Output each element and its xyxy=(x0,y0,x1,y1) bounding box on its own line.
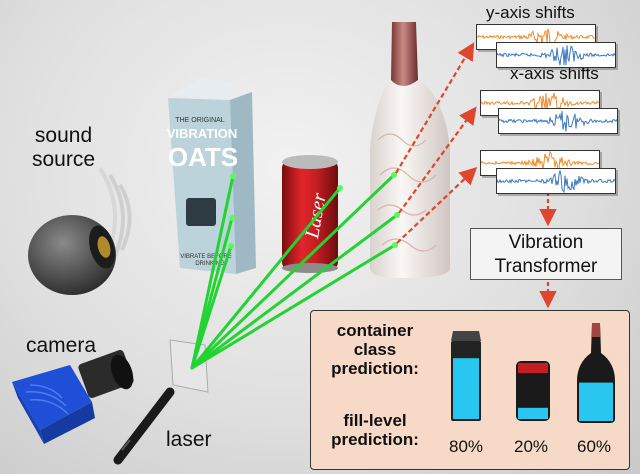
carton-bottom1: VIBRATE BEFORE xyxy=(180,254,232,260)
carton-bottom2: DRINKING xyxy=(195,261,225,267)
transformer-line2: Transformer xyxy=(494,256,598,277)
bottle-icon xyxy=(577,323,615,423)
signal-box-2-x xyxy=(498,108,618,134)
fill-level-can: 20% xyxy=(514,437,549,456)
fill-prediction-label: fill-level prediction: xyxy=(331,411,419,449)
class-prediction-label: container class prediction: xyxy=(331,321,419,378)
fill-level-bottle: 60% xyxy=(577,437,612,456)
signal-box-1-x xyxy=(496,42,616,68)
signal-waveform xyxy=(480,150,600,173)
vibration-transformer-box: Vibration Transformer xyxy=(470,228,622,280)
signal-arrows xyxy=(395,42,478,244)
y-axis-shifts-label: y-axis shifts xyxy=(486,3,575,22)
laser-spots xyxy=(228,172,400,249)
signal-waveform xyxy=(496,169,616,194)
mirror-plate xyxy=(169,339,209,393)
signal-waveform xyxy=(496,45,616,66)
speaker-icon xyxy=(28,215,116,295)
carton-line1: VIBRATION xyxy=(167,126,238,141)
signal-waveform xyxy=(498,110,618,132)
fill-level-carton: 80% xyxy=(449,437,484,456)
laser-pointer-icon xyxy=(113,387,175,465)
carton-top-text: THE ORIGINAL xyxy=(175,117,225,124)
signal-waveform xyxy=(476,28,595,47)
x-axis-shifts-label: x-axis shifts xyxy=(510,64,599,83)
carton-line2: OATS xyxy=(168,142,238,172)
container-icons xyxy=(451,323,615,423)
prediction-panel: container class prediction: fill-level p… xyxy=(310,310,630,470)
signal-waveform xyxy=(480,92,600,112)
laser-label: laser xyxy=(166,428,212,451)
signal-box-3-x xyxy=(496,168,616,194)
can-icon xyxy=(516,361,550,421)
camera-icon xyxy=(12,350,134,444)
transformer-line1: Vibration xyxy=(508,232,584,253)
laser-beams xyxy=(190,173,399,370)
camera-label: camera xyxy=(26,334,97,357)
oat-carton: THE ORIGINAL VIBRATION OATS VIBRATE BEFO… xyxy=(167,78,256,274)
carton-icon xyxy=(451,331,481,421)
